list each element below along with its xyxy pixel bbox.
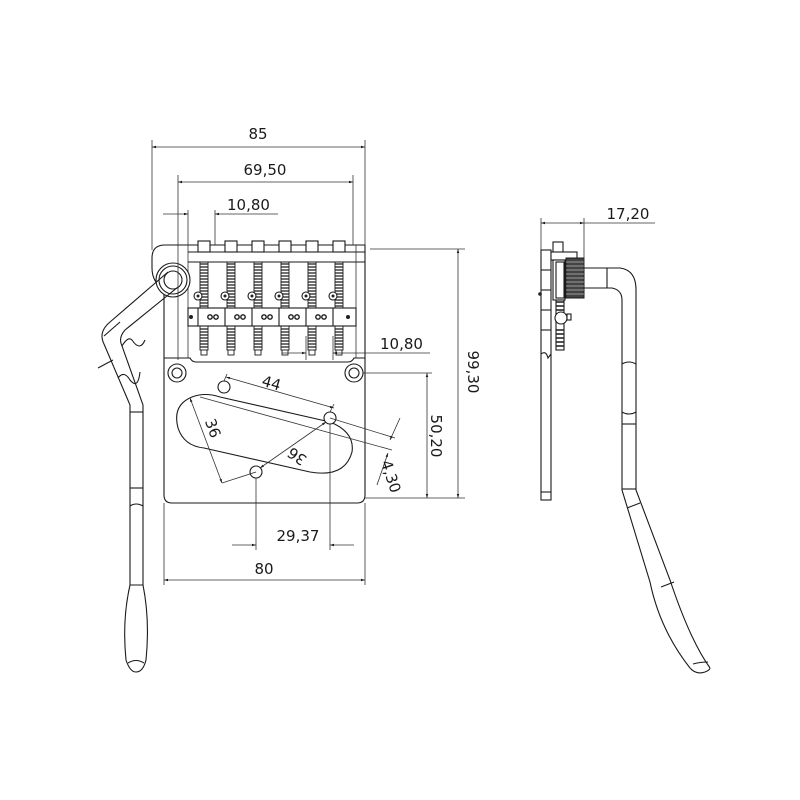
front-view: 85 69,50 10,80 10,80 99,30 50,20 44 xyxy=(97,125,482,673)
dim-string-spacing-right: 10,80 xyxy=(380,335,423,353)
side-view: 17,20 xyxy=(538,205,711,674)
dim-string-spacing-top: 10,80 xyxy=(227,196,270,214)
dim-mount-to-bottom: 50,20 xyxy=(427,415,445,458)
saddle-tabs xyxy=(197,240,346,253)
whammy-arm-front xyxy=(97,271,179,673)
whammy-arm-side xyxy=(584,267,711,674)
arm-pivot xyxy=(155,262,191,298)
side-knurled-pivot xyxy=(565,257,585,299)
dim-base-width: 80 xyxy=(254,560,273,578)
dim-overall-height: 99,30 xyxy=(464,351,482,394)
dim-overall-width: 85 xyxy=(248,125,267,143)
saddle-blocks xyxy=(187,307,357,327)
pickup-slot xyxy=(176,393,353,474)
dim-pickup-diag-center: 36 xyxy=(284,443,310,469)
dim-pickup-hole-horizontal: 29,37 xyxy=(277,527,320,545)
pickup-hole-1 xyxy=(217,380,231,394)
side-base-plate xyxy=(540,249,552,501)
dim-side-depth: 17,20 xyxy=(607,205,650,223)
dim-pickup-diag-left: 36 xyxy=(201,416,224,440)
dim-pickup-offset: 4,30 xyxy=(377,458,404,495)
dim-saddle-span: 69,50 xyxy=(244,161,287,179)
intonation-screws xyxy=(193,291,338,301)
mount-hole-right xyxy=(344,363,364,383)
mount-hole-left xyxy=(167,363,187,383)
base-plate xyxy=(151,244,366,504)
dim-pickup-hole-spacing: 44 xyxy=(260,372,283,395)
